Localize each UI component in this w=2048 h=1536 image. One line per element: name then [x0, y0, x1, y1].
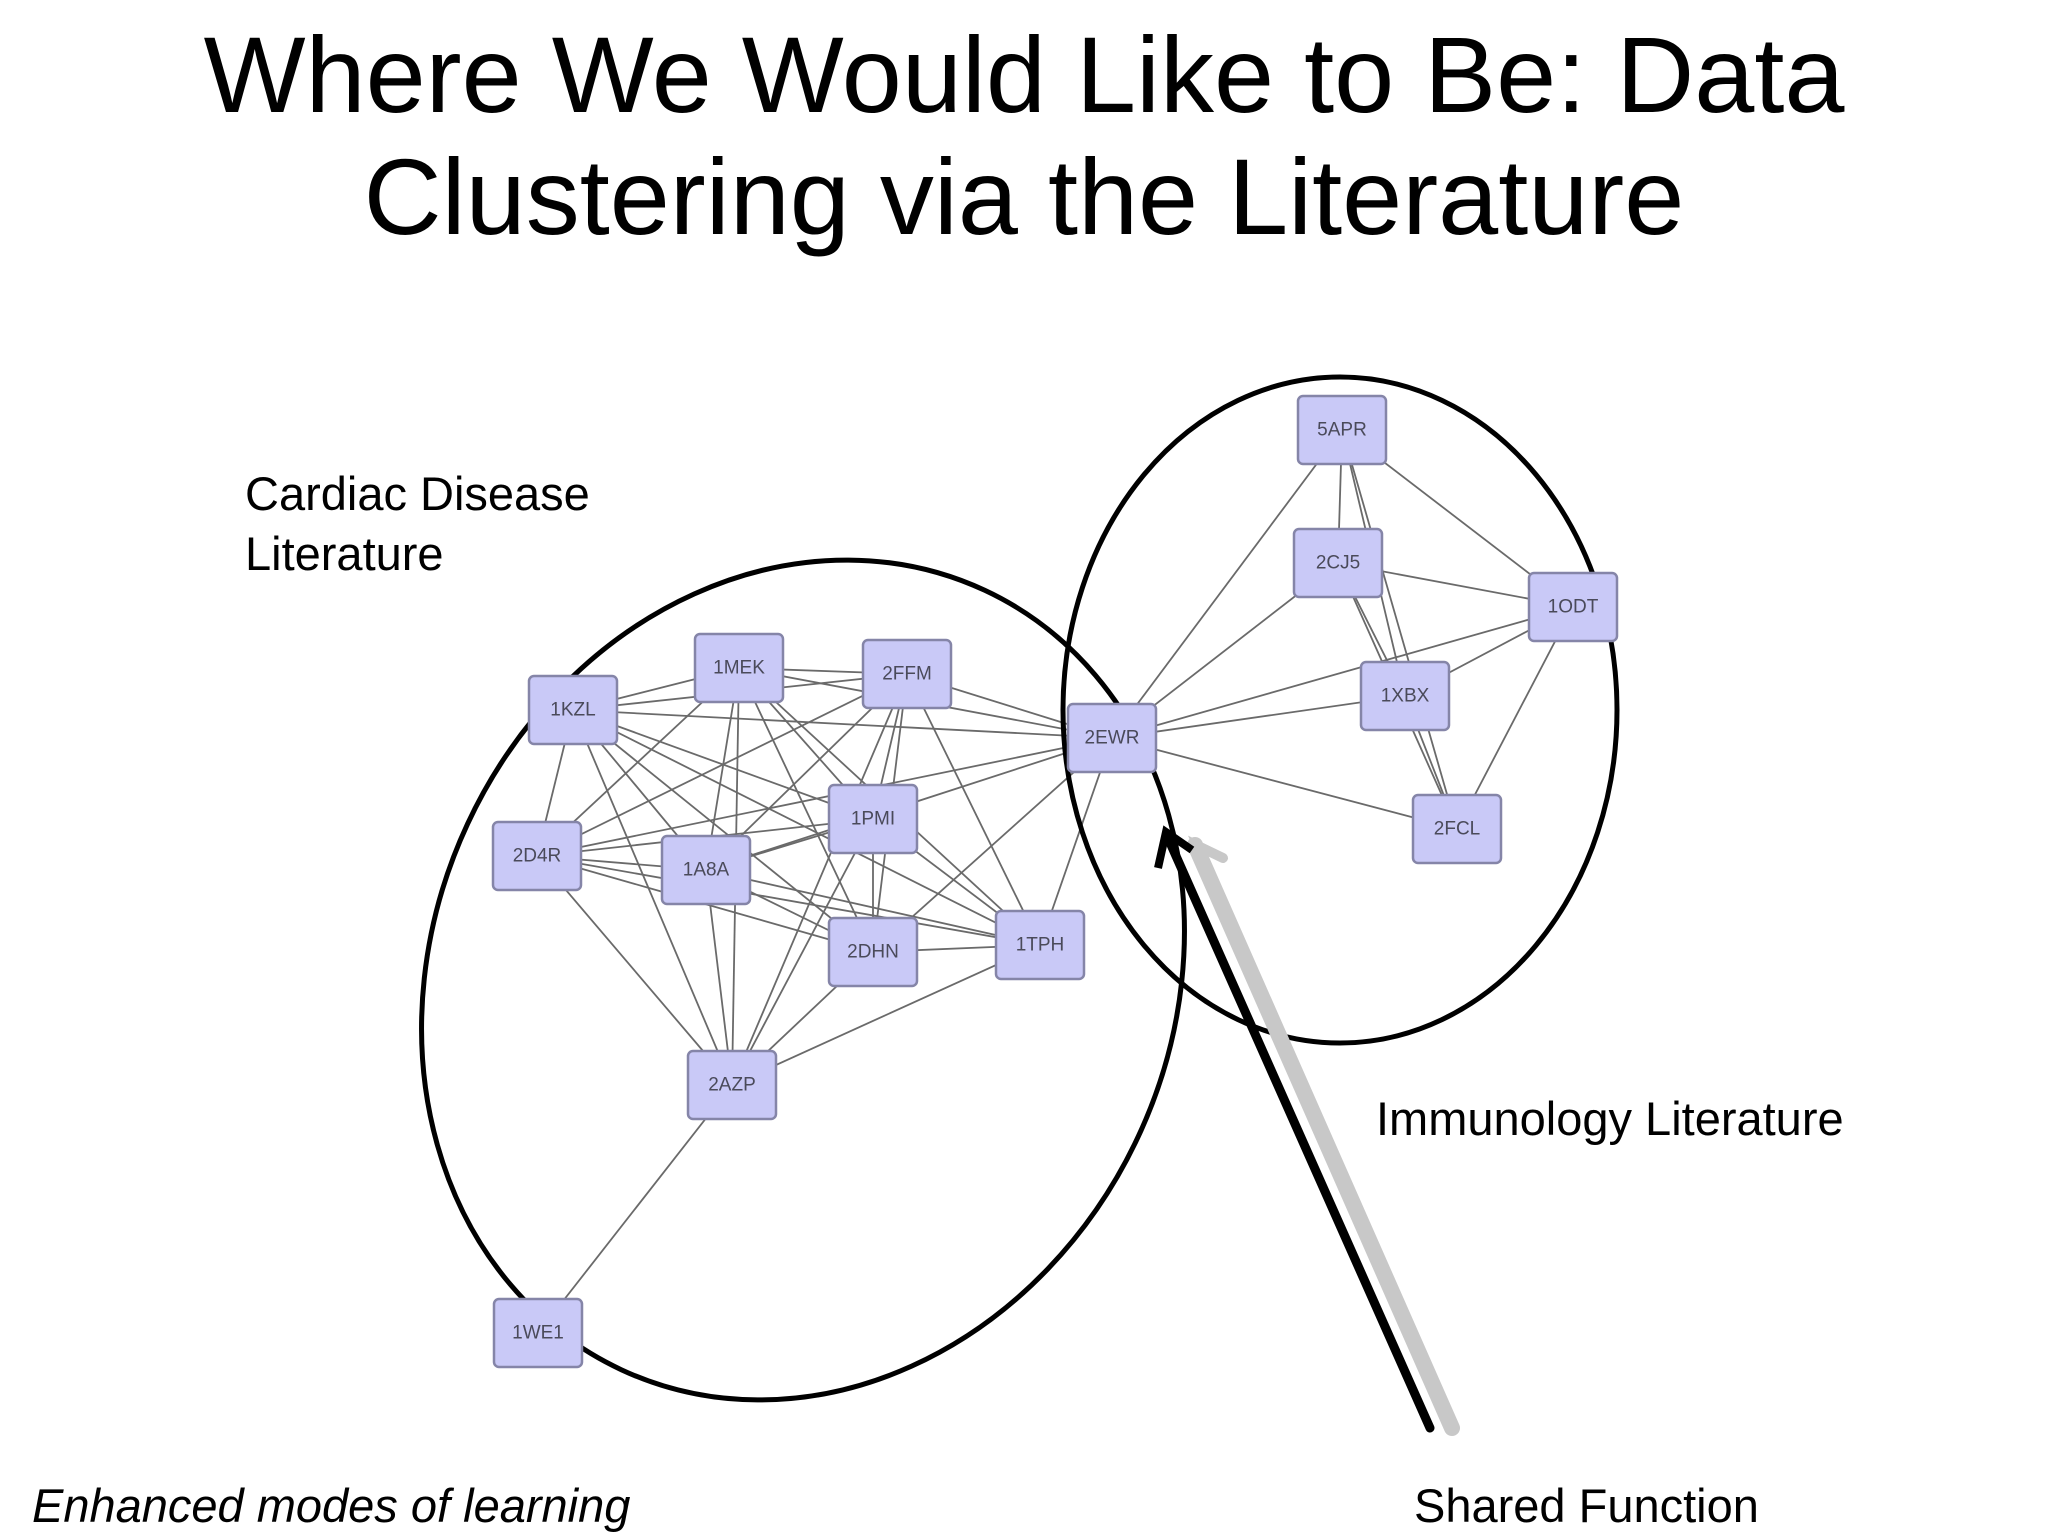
edge-1odt-2fcl: [1456, 606, 1574, 830]
edge-2d4r-1tph: [536, 855, 1041, 946]
node-label: 1ODT: [1548, 597, 1599, 618]
cardiac-literature-label: Cardiac Disease Literature: [245, 464, 590, 584]
node-box: [827, 783, 919, 855]
node-2cj5: 2CJ5: [1292, 527, 1384, 599]
node-box: [693, 632, 785, 704]
enhanced-learning-caption: Enhanced modes of learning: [32, 1479, 631, 1532]
cardiac-label-line-1: Cardiac Disease: [245, 467, 590, 520]
arrow-shaft: [1163, 833, 1435, 1433]
node-box: [686, 1049, 778, 1121]
edge-2dhn-2ewr: [872, 737, 1113, 953]
node-label: 2AZP: [708, 1075, 756, 1096]
arrow-head: [1154, 825, 1195, 869]
node-label: 2FCL: [1434, 819, 1480, 840]
immunology-literature-label: Immunology Literature: [1376, 1092, 1844, 1145]
node-box: [1527, 571, 1619, 643]
node-1xbx: 1XBX: [1359, 660, 1451, 732]
node-label: 1A8A: [683, 860, 730, 881]
node-1mek: 1MEK: [693, 632, 785, 704]
node-5apr: 5APR: [1296, 394, 1388, 466]
slide-title-line-2: Clustering via the Literature: [363, 136, 1685, 257]
edge-2azp-1we1: [537, 1084, 733, 1334]
arrow-shadow: [1187, 837, 1460, 1436]
edge-1tph-2azp: [731, 944, 1041, 1086]
node-2azp: 2AZP: [686, 1049, 778, 1121]
node-layer: 1KZL 1MEK 2FFM 2D4R 1A8A 1PMI 2DHN 1TPH 2AZP 1WE1…: [491, 394, 1619, 1369]
node-1we1: 1WE1: [492, 1297, 584, 1369]
cardiac-cluster-ellipse: [419, 557, 1187, 1403]
node-box: [492, 1297, 584, 1369]
node-1tph: 1TPH: [994, 909, 1086, 981]
node-label: 1PMI: [851, 809, 895, 830]
node-2ffm: 2FFM: [861, 638, 953, 710]
slide-title: Where We Would Like to Be: Data Clusteri…: [0, 14, 2048, 258]
node-label: 2FFM: [882, 664, 932, 685]
edge-2ewr-2fcl: [1111, 737, 1458, 830]
node-label: 2D4R: [513, 846, 562, 867]
edge-1pmi-2azp: [731, 818, 874, 1086]
edge-2ffm-2azp: [731, 673, 908, 1086]
node-label: 1KZL: [550, 700, 595, 721]
shared-function-label: Shared Function: [1414, 1479, 1759, 1532]
node-label: 2CJ5: [1316, 553, 1360, 574]
node-box: [1292, 527, 1384, 599]
edge-2d4r-2azp: [536, 855, 733, 1086]
cardiac-label-line-2: Literature: [245, 527, 444, 580]
node-label: 1XBX: [1381, 686, 1430, 707]
shared-function-arrow: [1154, 825, 1460, 1436]
edge-1mek-2dhn: [738, 667, 874, 953]
edge-2ewr-1xbx: [1111, 695, 1406, 739]
node-label: 1MEK: [713, 658, 765, 679]
edge-2ewr-1odt: [1111, 606, 1574, 739]
edge-2ffm-1tph: [906, 673, 1041, 946]
node-box: [1296, 394, 1388, 466]
node-1odt: 1ODT: [1527, 571, 1619, 643]
node-label: 1TPH: [1016, 935, 1065, 956]
arrow-shadow-head: [1188, 835, 1228, 867]
edge-1kzl-2ewr: [572, 709, 1113, 739]
node-2dhn: 2DHN: [827, 916, 919, 988]
node-label: 1WE1: [512, 1323, 564, 1344]
edge-2d4r-2ewr: [536, 737, 1113, 857]
node-box: [1359, 660, 1451, 732]
edge-5apr-2fcl: [1341, 429, 1458, 830]
node-1kzl: 1KZL: [527, 674, 619, 746]
node-2ewr: 2EWR: [1066, 702, 1158, 774]
node-box: [491, 820, 583, 892]
slide-title-line-1: Where We Would Like to Be: Data: [203, 14, 1845, 135]
node-box: [527, 674, 619, 746]
edge-1a8a-2azp: [705, 869, 733, 1086]
edge-2ffm-2d4r: [536, 673, 908, 857]
node-box: [1066, 702, 1158, 774]
node-1pmi: 1PMI: [827, 783, 919, 855]
node-2d4r: 2D4R: [491, 820, 583, 892]
node-box: [1411, 793, 1503, 865]
node-label: 2EWR: [1085, 728, 1140, 749]
node-box: [827, 916, 919, 988]
node-2fcl: 2FCL: [1411, 793, 1503, 865]
node-box: [861, 638, 953, 710]
node-label: 2DHN: [847, 942, 899, 963]
immunology-cluster-ellipse: [1060, 374, 1620, 1046]
node-box: [994, 909, 1086, 981]
edge-1kzl-2azp: [572, 709, 733, 1086]
node-label: 5APR: [1317, 420, 1367, 441]
node-1a8a: 1A8A: [660, 834, 752, 906]
edge-2ewr-5apr: [1111, 429, 1343, 739]
node-box: [660, 834, 752, 906]
